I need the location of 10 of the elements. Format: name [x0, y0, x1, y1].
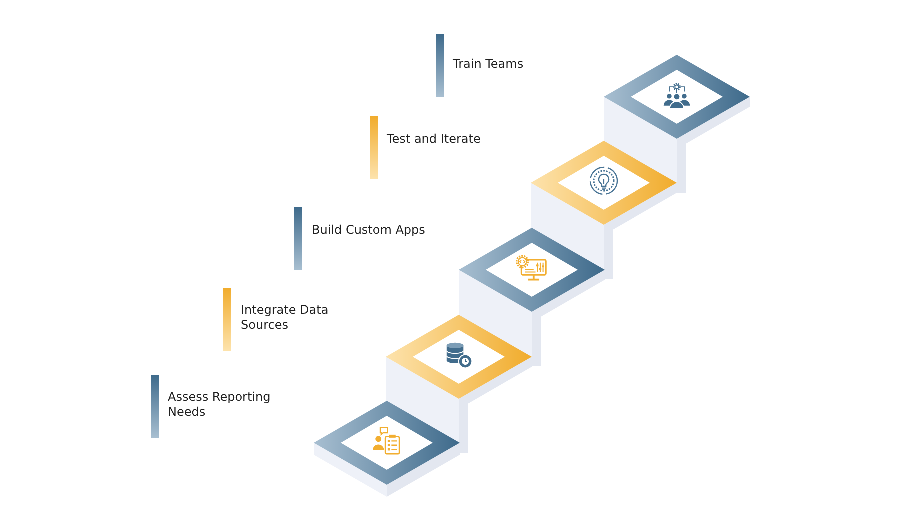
step-label: Assess Reporting Needs: [168, 390, 272, 420]
step-label: Integrate Data Sources: [241, 303, 330, 333]
step-label: Train Teams: [453, 57, 524, 72]
step-label: Test and Iterate: [387, 132, 481, 147]
step-platform: [531, 141, 677, 225]
step-platform: [604, 55, 750, 139]
step-platform: [314, 401, 460, 485]
step-platform: [459, 228, 605, 312]
step-label: Build Custom Apps: [312, 223, 426, 238]
step-platform: [386, 315, 532, 399]
